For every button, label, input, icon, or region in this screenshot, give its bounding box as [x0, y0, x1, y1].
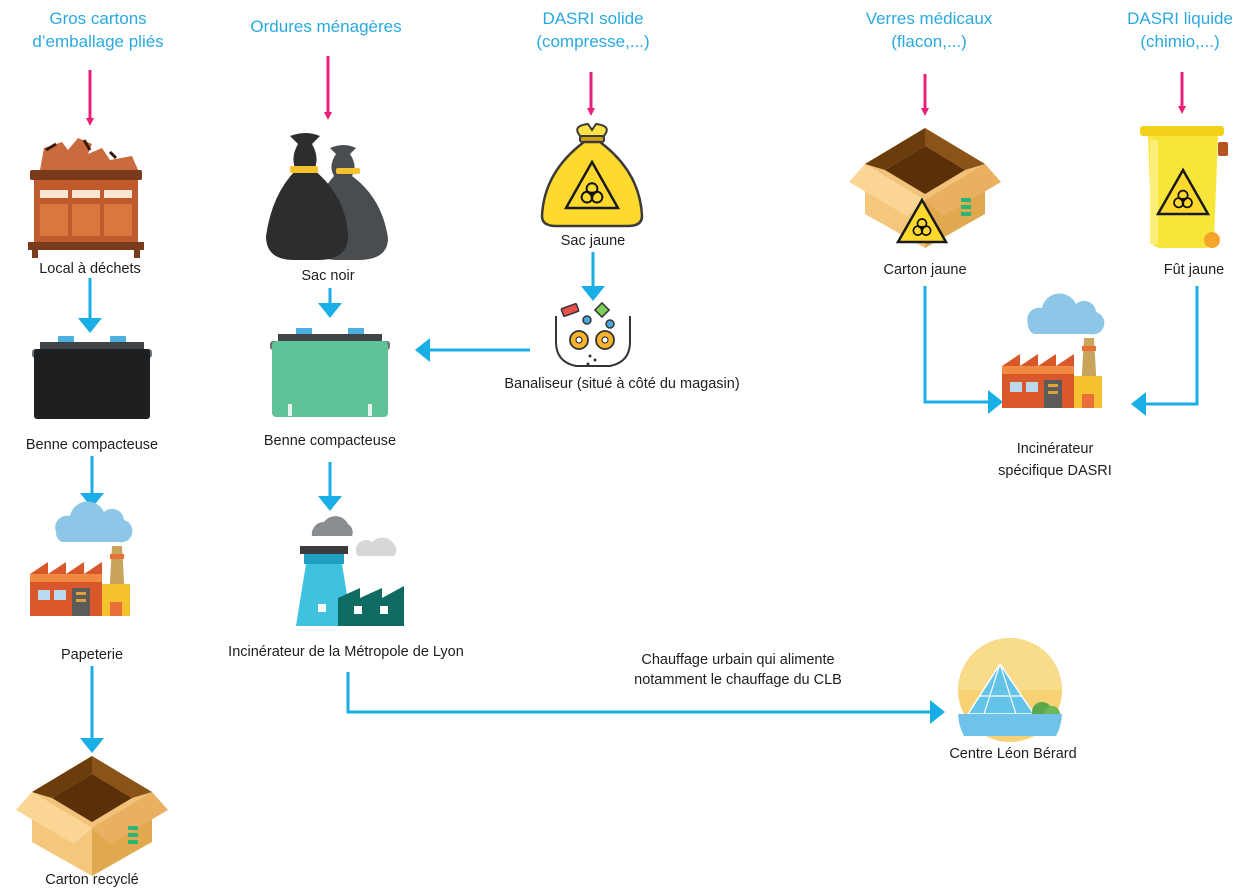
- label-yellow-bag: Sac jaune: [561, 233, 626, 249]
- source-arrows: [86, 56, 1186, 126]
- source-dasri-solid: DASRI solide (compresse,...): [536, 9, 649, 51]
- label-trivializer: Banaliseur (situé à côté du magasin): [504, 376, 739, 392]
- waste-room-icon: [28, 138, 144, 258]
- source-cardboard-line1: Gros cartons: [49, 9, 146, 28]
- label-dasri-incinerator-line1: Incinérateur: [1017, 441, 1094, 457]
- yellow-biohazard-bag-icon: [540, 122, 644, 228]
- arrowhead: [930, 700, 945, 724]
- arrowhead: [988, 390, 1003, 414]
- arrowhead: [318, 496, 342, 511]
- yellow-drum-icon: [1140, 126, 1228, 248]
- flow-arrows: [88, 252, 1199, 740]
- yellow-cardboard-box-icon: [849, 128, 1001, 248]
- arrow-drum-to-dasri-incinerator: [1143, 286, 1199, 406]
- source-household-waste: Ordures ménagères: [250, 17, 401, 36]
- arrow-box-to-dasri-incinerator: [923, 286, 990, 404]
- source-dasri-liquid-line1: DASRI liquide: [1127, 9, 1233, 28]
- label-dasri-incinerator-line2: spécifique DASRI: [998, 463, 1112, 479]
- source-medical-glass-line1: Verres médicaux: [866, 9, 993, 28]
- flow-arrowheads: [78, 286, 1146, 753]
- metropole-incinerator-icon: [296, 516, 404, 626]
- arrowhead: [78, 318, 102, 333]
- arrowhead: [1131, 392, 1146, 416]
- compactor-black-icon: [32, 336, 152, 419]
- hospital-building-icon: [958, 638, 1062, 742]
- label-waste-room: Local à déchets: [39, 261, 141, 277]
- source-dasri-solid-line2: (compresse,...): [536, 32, 649, 51]
- recycled-cardboard-box-icon: [16, 756, 168, 876]
- source-cardboard: Gros cartons d’emballage pliés: [32, 9, 163, 51]
- source-medical-glass-line2: (flacon,...): [891, 32, 967, 51]
- source-dasri-solid-line1: DASRI solide: [542, 9, 643, 28]
- source-medical-glass: Verres médicaux (flacon,...): [866, 9, 993, 51]
- label-black-bag: Sac noir: [301, 268, 354, 284]
- label-compactor-1: Benne compacteuse: [26, 437, 158, 453]
- label-heating-line2: notamment le chauffage du CLB: [634, 672, 842, 688]
- label-hospital: Centre Léon Bérard: [949, 746, 1076, 762]
- arrowhead: [80, 738, 104, 753]
- label-compactor-2: Benne compacteuse: [264, 433, 396, 449]
- arrow-district-heating: [346, 672, 932, 714]
- arrowhead: [581, 286, 605, 301]
- label-heating-line1: Chauffage urbain qui alimente: [641, 652, 834, 668]
- source-cardboard-line2: d’emballage pliés: [32, 32, 163, 51]
- source-dasri-liquid: DASRI liquide (chimio,...): [1127, 9, 1233, 51]
- label-yellow-drum: Fût jaune: [1164, 262, 1224, 278]
- dasri-incinerator-label: Incinérateur spécifique DASRI: [998, 441, 1112, 479]
- black-garbage-bag-icon: [266, 133, 388, 260]
- arrowhead: [415, 338, 430, 362]
- label-paper-mill: Papeterie: [61, 647, 123, 663]
- source-dasri-liquid-line2: (chimio,...): [1140, 32, 1219, 51]
- trivializer-shredder-icon: [555, 301, 631, 367]
- paper-mill-factory-icon: [30, 501, 133, 616]
- label-recycled-box: Carton recyclé: [45, 872, 138, 888]
- compactor-green-icon: [270, 328, 390, 417]
- arrowhead: [318, 303, 342, 318]
- label-metropole-incinerator: Incinérateur de la Métropole de Lyon: [228, 644, 464, 660]
- arrowhead: [80, 493, 104, 508]
- label-yellow-box: Carton jaune: [883, 262, 966, 278]
- district-heating-label: Chauffage urbain qui alimente notamment …: [634, 652, 842, 688]
- dasri-incinerator-factory-icon: [1002, 293, 1105, 408]
